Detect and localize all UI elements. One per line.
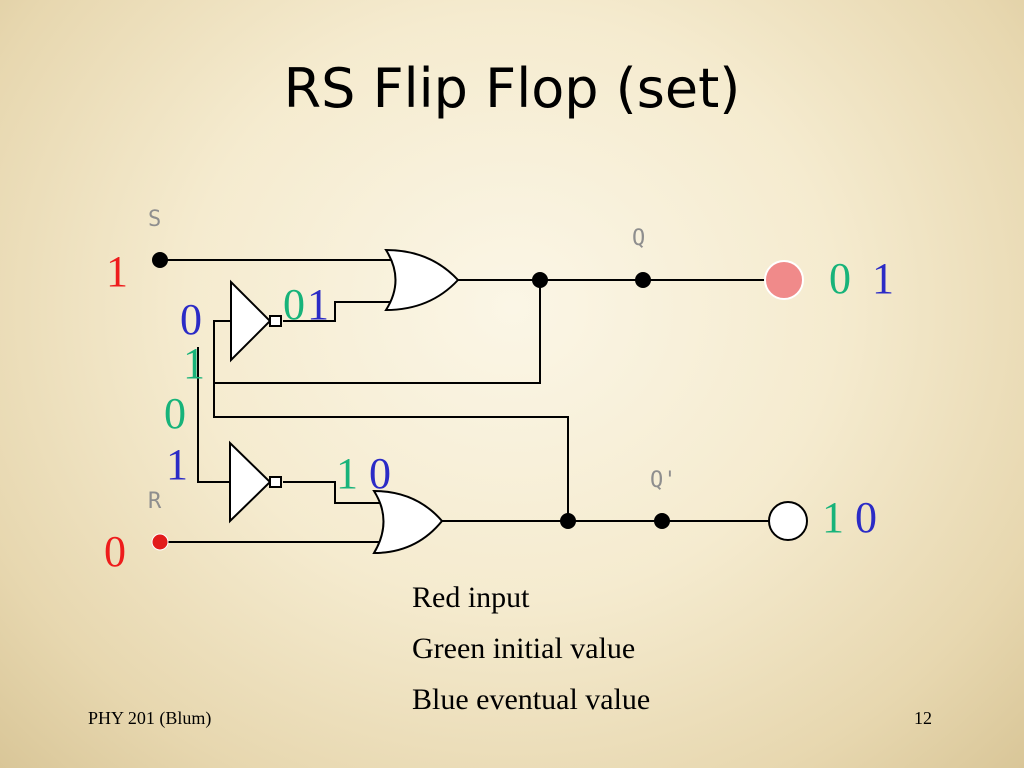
- not-top-output-eventual: 1: [307, 280, 329, 329]
- not-top-input-value: 0: [180, 295, 202, 344]
- not-bottom-output-eventual: 0: [369, 449, 391, 498]
- or-gate-bottom: [372, 489, 444, 555]
- r-input-value: 0: [104, 527, 126, 576]
- q-initial-value: 0: [829, 254, 851, 303]
- not-bottom-output-initial: 1: [336, 449, 358, 498]
- not-gate-bottom-bubble: [269, 476, 282, 488]
- qbar-probe: [654, 513, 670, 529]
- not-gate-top: [230, 279, 272, 363]
- feedback-q-initial: 1: [183, 339, 205, 388]
- not-gate-top-bubble: [269, 315, 282, 327]
- wire-not-bottom-out: [283, 481, 380, 504]
- s-input-node: [152, 252, 168, 268]
- qbar-output-led: [768, 501, 808, 541]
- slide-title: RS Flip Flop (set): [283, 57, 741, 120]
- label-q: Q: [632, 226, 645, 251]
- q-eventual-value: 1: [872, 254, 894, 303]
- wire-not-top-out: [283, 301, 397, 322]
- legend-green: Green initial value: [412, 632, 636, 665]
- r-input-node: [151, 533, 169, 551]
- wire-q-feedback: [213, 280, 569, 521]
- or-gate-top: [384, 248, 460, 312]
- q-bar-initial-value: 1: [822, 493, 844, 542]
- wire-not-bottom-in: [197, 347, 230, 483]
- label-s: S: [148, 207, 161, 232]
- s-input-value: 1: [106, 247, 128, 296]
- q-output-led: [764, 260, 804, 300]
- wire-not-top-in: [213, 320, 231, 383]
- not-gate-bottom: [229, 440, 272, 524]
- q-bar-eventual-value: 0: [855, 493, 877, 542]
- footer-page-number: 12: [914, 708, 932, 728]
- not-top-output-initial: 0: [283, 280, 305, 329]
- q-probe: [635, 272, 651, 288]
- legend-blue: Blue eventual value: [412, 683, 651, 716]
- qbar-junction: [560, 513, 576, 529]
- not-bottom-input-value: 1: [166, 440, 188, 489]
- label-r: R: [148, 489, 162, 514]
- label-q-bar: Q': [650, 468, 677, 493]
- q-junction: [532, 272, 548, 288]
- footer-course: PHY 201 (Blum): [88, 708, 212, 728]
- feedback-qbar-initial: 0: [164, 389, 186, 438]
- legend-red: Red input: [412, 581, 530, 614]
